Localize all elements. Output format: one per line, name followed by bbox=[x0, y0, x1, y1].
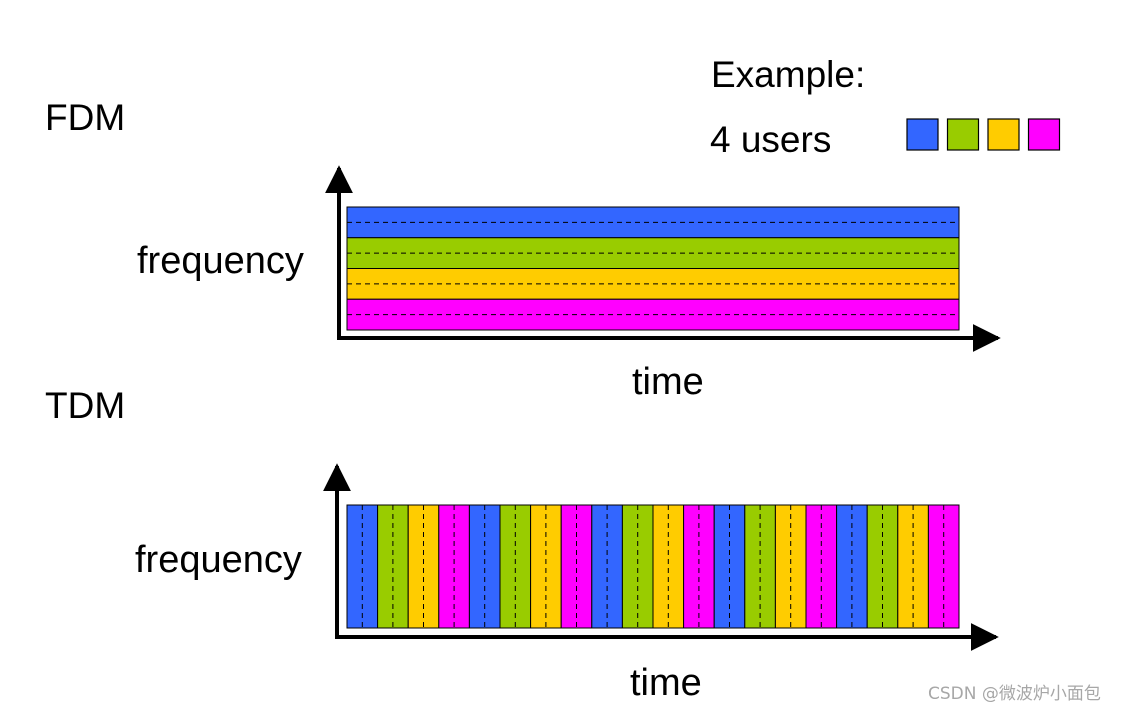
legend-swatch-1 bbox=[906, 118, 939, 151]
tdm-slots bbox=[346, 504, 960, 629]
legend-title: Example: bbox=[711, 54, 865, 95]
legend-swatch-2 bbox=[946, 118, 980, 151]
legend-swatches bbox=[906, 118, 1061, 151]
legend-subtitle: 4 users bbox=[710, 119, 831, 160]
watermark: CSDN @微波炉小面包 bbox=[928, 684, 1101, 704]
legend-swatch-3 bbox=[987, 118, 1020, 151]
fdm-xlabel: time bbox=[632, 361, 704, 403]
fdm-ylabel: frequency bbox=[137, 240, 304, 282]
fdm-title: FDM bbox=[45, 97, 125, 138]
tdm-ylabel: frequency bbox=[135, 539, 302, 581]
tdm-title: TDM bbox=[45, 385, 125, 426]
fdm-bands bbox=[346, 206, 960, 331]
tdm-xlabel: time bbox=[630, 662, 702, 704]
legend-swatch-4 bbox=[1027, 118, 1061, 151]
